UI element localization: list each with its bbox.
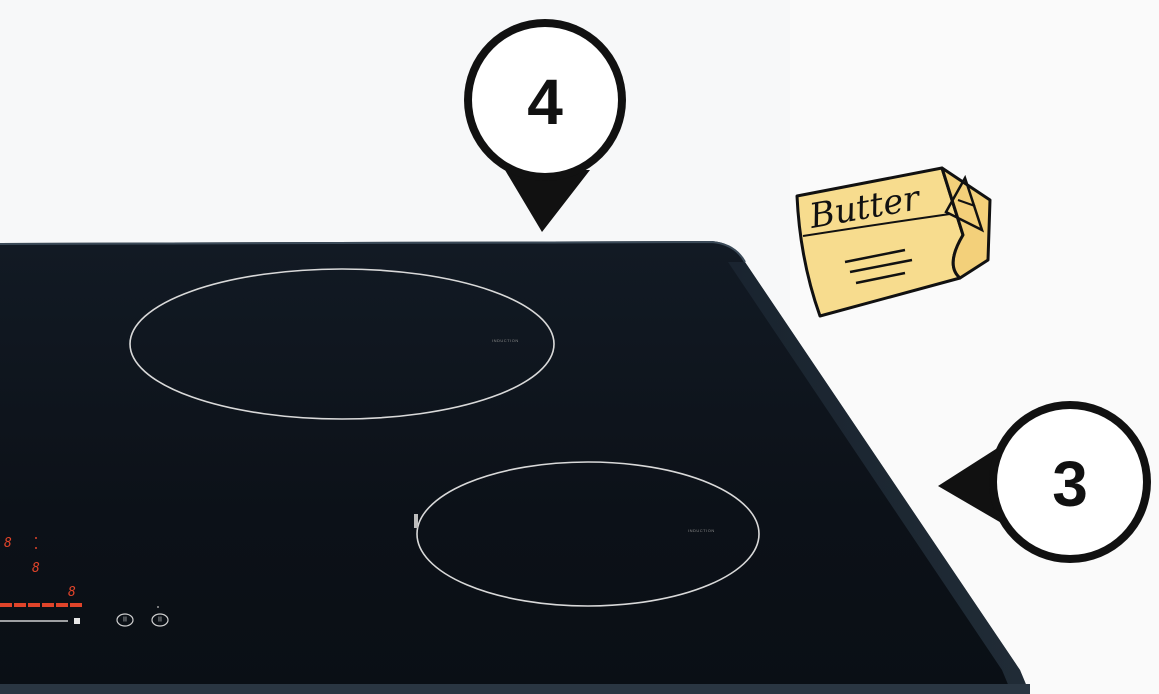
- marker-number-4: 4: [527, 66, 563, 138]
- butter-illustration: Butter: [797, 168, 990, 316]
- marker-number-3: 3: [1052, 448, 1088, 520]
- zone-label-small: INDUCTION: [688, 528, 715, 533]
- display-digit-1: 8: [4, 536, 12, 551]
- display-digit-3: 8: [68, 585, 76, 600]
- control-button-2-label: II: [158, 617, 162, 624]
- zone-label-large: INDUCTION: [492, 338, 519, 343]
- display-digit-2: 8: [32, 561, 40, 576]
- control-button-1-label: II: [123, 617, 127, 624]
- cooktop-frame-bottom: [0, 684, 1030, 694]
- callout-marker-3: 3: [938, 401, 1151, 563]
